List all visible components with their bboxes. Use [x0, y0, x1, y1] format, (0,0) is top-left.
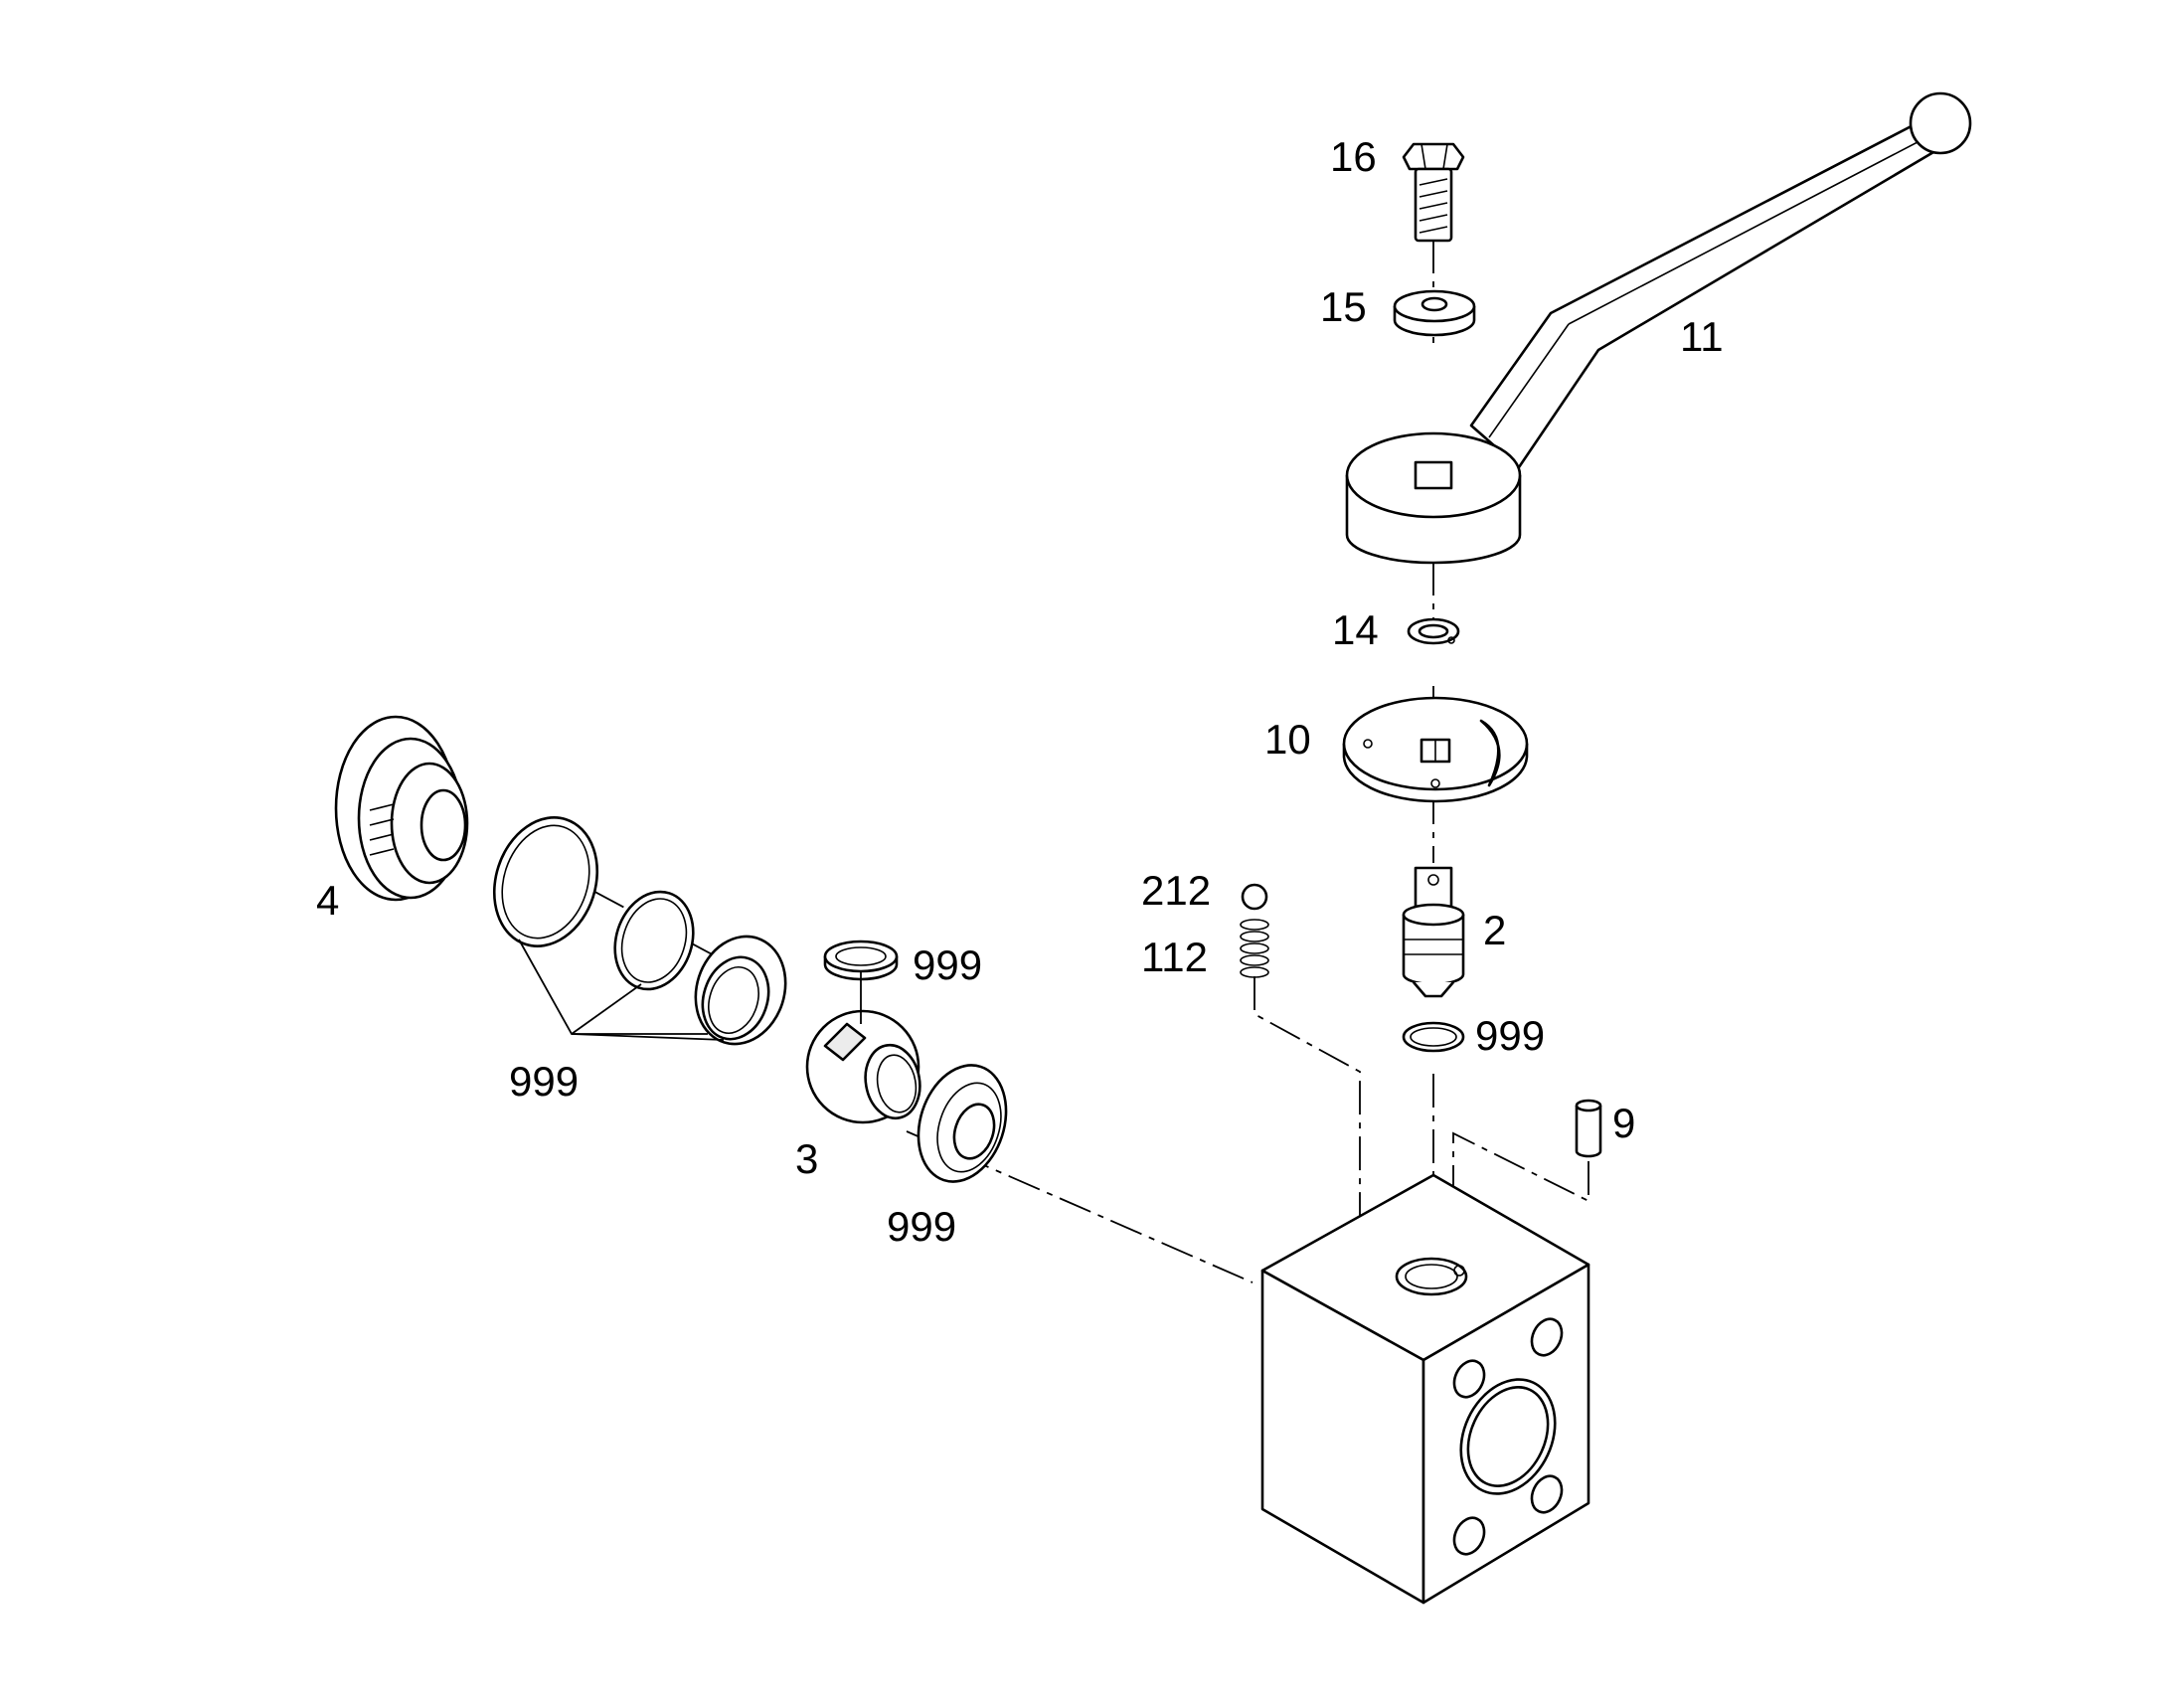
part-999-seat-ring — [694, 935, 787, 1046]
part-999-small-oring — [613, 890, 695, 991]
part-999-large-oring — [492, 816, 599, 947]
part-9-pin — [1575, 1099, 1602, 1158]
part-212-ball — [1241, 883, 1268, 911]
part-14-circlip — [1407, 617, 1460, 645]
label-9: 9 — [1612, 1100, 1635, 1146]
part-3-ball — [805, 1009, 921, 1124]
part-999-lower-seat — [917, 1064, 1008, 1183]
part-10-stop-plate — [1342, 696, 1529, 803]
part-2-stem — [1402, 866, 1465, 998]
label-3: 3 — [795, 1135, 818, 1182]
label-999-group: 999 — [509, 1058, 579, 1105]
leader-lines — [518, 939, 862, 1041]
label-212: 212 — [1141, 867, 1211, 914]
part-labels: 16 15 11 14 10 212 112 2 999 9 4 999 999… — [316, 133, 1724, 1250]
label-15: 15 — [1320, 283, 1367, 330]
part-999-stem-oring — [1402, 1021, 1465, 1053]
label-4: 4 — [316, 877, 339, 924]
label-16: 16 — [1330, 133, 1377, 180]
part-11-handle — [1345, 91, 1972, 565]
label-2: 2 — [1483, 907, 1506, 953]
label-999-seat-top: 999 — [913, 941, 982, 988]
label-999-stem: 999 — [1475, 1012, 1545, 1059]
label-10: 10 — [1264, 716, 1311, 763]
label-11: 11 — [1680, 313, 1724, 360]
part-999-upper-seat — [823, 939, 899, 981]
valve-body — [1260, 1173, 1590, 1605]
label-999-seat-bottom: 999 — [887, 1203, 956, 1250]
part-4-end-cap — [334, 715, 469, 902]
part-16-bolt — [1402, 142, 1465, 243]
label-14: 14 — [1332, 606, 1379, 653]
part-15-washer — [1393, 289, 1476, 337]
part-112-spring — [1240, 919, 1269, 978]
label-112: 112 — [1141, 934, 1208, 980]
